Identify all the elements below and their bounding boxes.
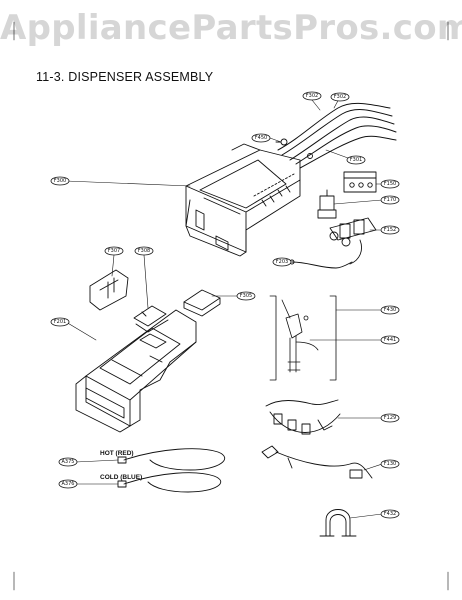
- cold-hose-label: COLD (BLUE): [100, 474, 142, 481]
- callout-label: F129: [384, 415, 396, 421]
- valve-label-part: [343, 171, 377, 193]
- callout-label: A375: [62, 459, 75, 465]
- watermark: AppliancePartsPros.com: [0, 8, 462, 48]
- callout-label: F432: [384, 511, 396, 517]
- inlet-valve-double-part: [329, 217, 377, 265]
- callout-label: F152: [384, 227, 396, 233]
- wire-part: [289, 259, 353, 269]
- detergent-drawer-part: [75, 309, 197, 433]
- callout-ovals: [50, 91, 400, 519]
- liquid-box-part: [183, 289, 221, 317]
- callout-label: F441: [384, 337, 396, 343]
- inlet-tubes-part: [277, 102, 397, 169]
- softener-cap-part: [89, 269, 129, 311]
- bleach-cap-part: [133, 305, 169, 333]
- callout-label: F170: [384, 197, 396, 203]
- callout-label: F308: [138, 248, 150, 254]
- callout-label: F302: [306, 93, 318, 99]
- harness-part: [261, 445, 373, 479]
- crop-marks: [13, 21, 449, 591]
- callout-label: F430: [384, 307, 396, 313]
- callout-label: F305: [240, 293, 252, 299]
- callout-label: F302: [334, 94, 346, 100]
- inlet-valve-single-part: [317, 189, 337, 219]
- callout-label: F203: [276, 259, 288, 265]
- callout-label: F307: [108, 248, 120, 254]
- wire-harness-part: [265, 399, 341, 435]
- callout-label: F301: [350, 157, 362, 163]
- inlet-hoses-part: [117, 448, 225, 493]
- callout-label: F201: [54, 319, 66, 325]
- dispenser-housing-part: [185, 143, 301, 257]
- callout-label: F450: [255, 135, 267, 141]
- pressure-switch-frame-part: [269, 295, 337, 381]
- leader-lines: [65, 96, 383, 519]
- hot-hose-label: HOT (RED): [100, 450, 134, 457]
- section-title: 11-3. DISPENSER ASSEMBLY: [36, 70, 214, 84]
- callout-label: A376: [62, 481, 75, 487]
- callout-label: F150: [384, 181, 396, 187]
- callout-label: F300: [54, 178, 66, 184]
- callout-label: F130: [384, 461, 396, 467]
- hose-bracket-part: [319, 509, 357, 537]
